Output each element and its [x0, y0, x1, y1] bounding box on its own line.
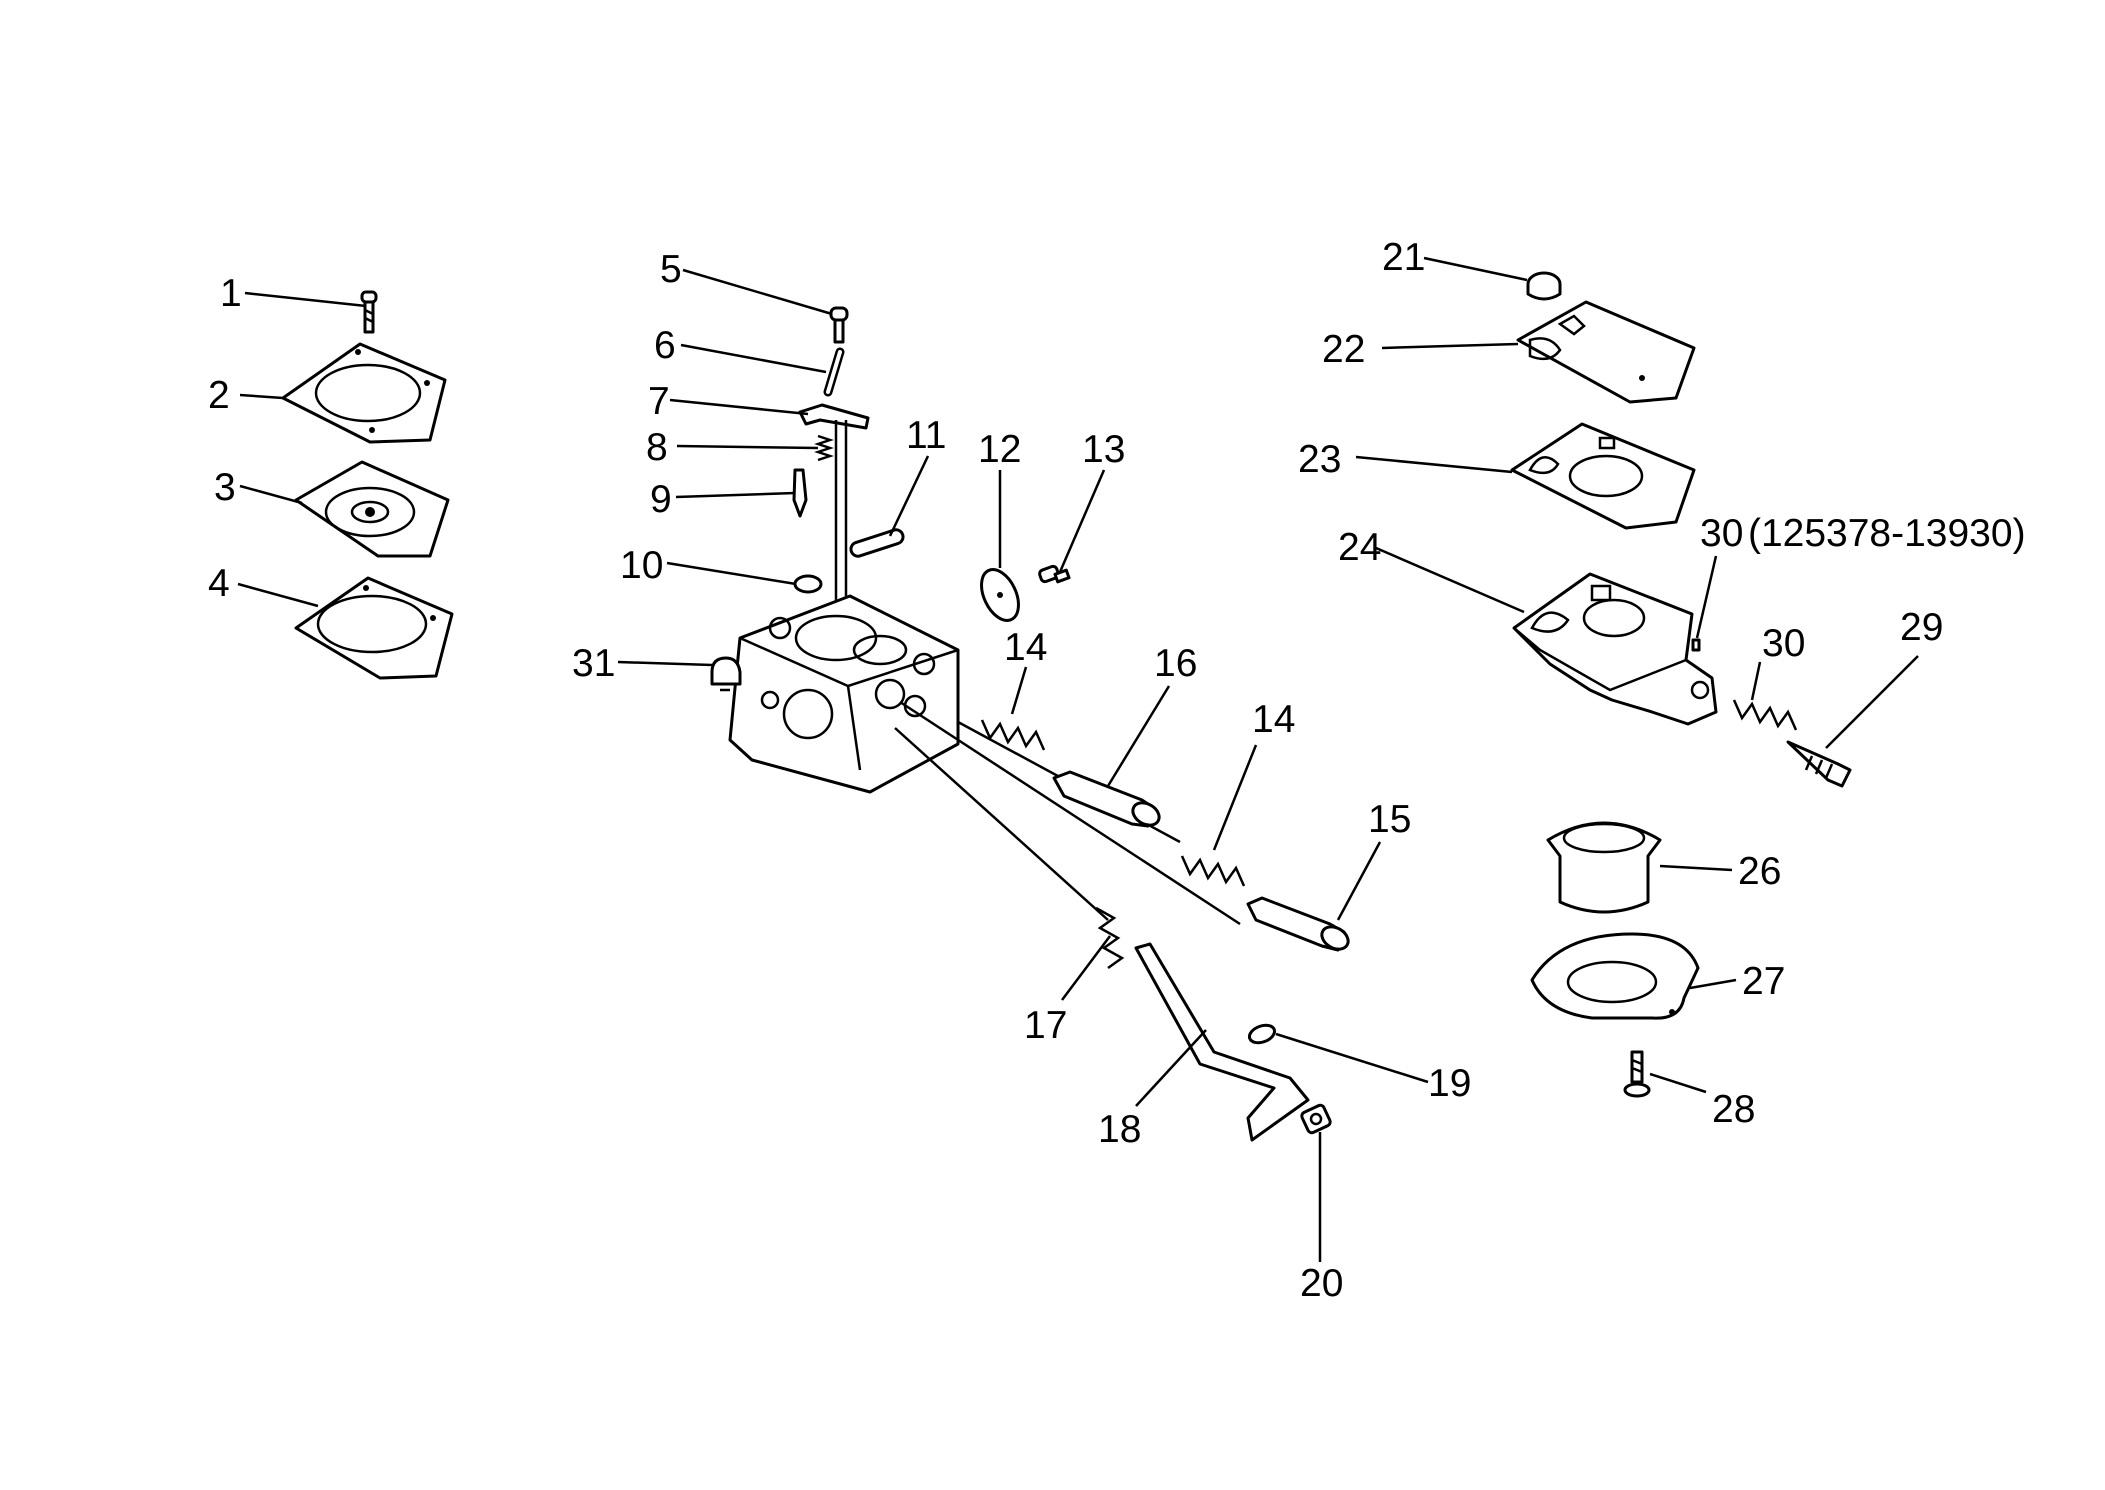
callout-5: 5	[660, 248, 682, 291]
part-14-spring-upper	[980, 719, 1046, 751]
part-17-spring	[1095, 906, 1125, 970]
part-7-metering-lever	[798, 403, 870, 430]
part-5-screw	[829, 306, 849, 344]
part-24-pump-body	[1512, 572, 1718, 726]
part-1-screw	[360, 290, 378, 334]
part-21-cap	[1526, 271, 1562, 301]
callout-21: 21	[1382, 236, 1425, 279]
callout-10: 10	[620, 544, 663, 587]
callout-8: 8	[646, 426, 668, 469]
part-27-retainer	[1530, 932, 1700, 1020]
callout-12: 12	[978, 428, 1021, 471]
part-6-pin	[823, 347, 845, 397]
callout-7: 7	[648, 380, 670, 423]
callout-26: 26	[1738, 850, 1781, 893]
callout-9: 9	[650, 478, 672, 521]
callout-28: 28	[1712, 1088, 1755, 1131]
part-26-primer-bulb	[1546, 821, 1662, 914]
callout-16: 16	[1154, 642, 1197, 685]
part-20-nut	[1300, 1103, 1332, 1135]
callout-30-upper: 30	[1700, 512, 1743, 555]
callout-23: 23	[1298, 438, 1341, 481]
callout-27: 27	[1742, 960, 1785, 1003]
part-number-note: (125378-13930)	[1748, 512, 2026, 555]
callout-11: 11	[906, 414, 947, 457]
part-4-gasket	[294, 576, 454, 680]
part-22-plate	[1516, 300, 1696, 404]
callout-24: 24	[1338, 526, 1381, 569]
callout-18: 18	[1098, 1108, 1141, 1151]
callout-15: 15	[1368, 798, 1411, 841]
part-29-screw	[1786, 740, 1852, 788]
part-19-clip	[1247, 1023, 1277, 1045]
callout-19: 19	[1428, 1062, 1471, 1105]
part-30-spring	[1732, 699, 1798, 731]
callout-labels: 1 2 3 4 5 6 7 8 9 10 11 12 13 14 14 15 1…	[208, 236, 2026, 1305]
callout-6: 6	[654, 324, 676, 367]
callout-4: 4	[208, 562, 230, 605]
callout-14-lower: 14	[1252, 698, 1295, 741]
callout-20: 20	[1300, 1262, 1343, 1305]
part-16-adjusting-needle	[1052, 770, 1161, 828]
part-18-throttle-shaft	[1134, 942, 1310, 1142]
callout-1: 1	[220, 272, 242, 315]
part-14-spring-lower	[1180, 855, 1246, 887]
callout-3: 3	[214, 466, 236, 509]
leader-lines	[237, 256, 1919, 1262]
callout-29: 29	[1900, 606, 1943, 649]
part-12-throttle-disc	[980, 568, 1020, 622]
part-9-inlet-needle	[792, 468, 808, 518]
callout-30-lower: 30	[1762, 622, 1805, 665]
part-11-gasket-strip	[849, 528, 905, 558]
part-15-adjusting-needle	[1246, 896, 1350, 952]
callout-17: 17	[1024, 1004, 1067, 1047]
part-28-screw	[1623, 1050, 1651, 1098]
part-31-plug	[710, 656, 742, 692]
callout-31: 31	[572, 642, 615, 685]
part-2-pump-cover	[281, 342, 447, 444]
part-10-clip	[793, 574, 823, 594]
part-13-screw	[1038, 564, 1071, 584]
part-23-gasket	[1510, 422, 1696, 530]
callout-13: 13	[1082, 428, 1125, 471]
part-3-diaphragm	[294, 460, 450, 558]
callout-2: 2	[208, 374, 230, 417]
part-8-spring	[814, 434, 834, 462]
callout-22: 22	[1322, 328, 1365, 371]
callout-14-upper: 14	[1004, 626, 1047, 669]
carburetor-body	[728, 594, 960, 794]
